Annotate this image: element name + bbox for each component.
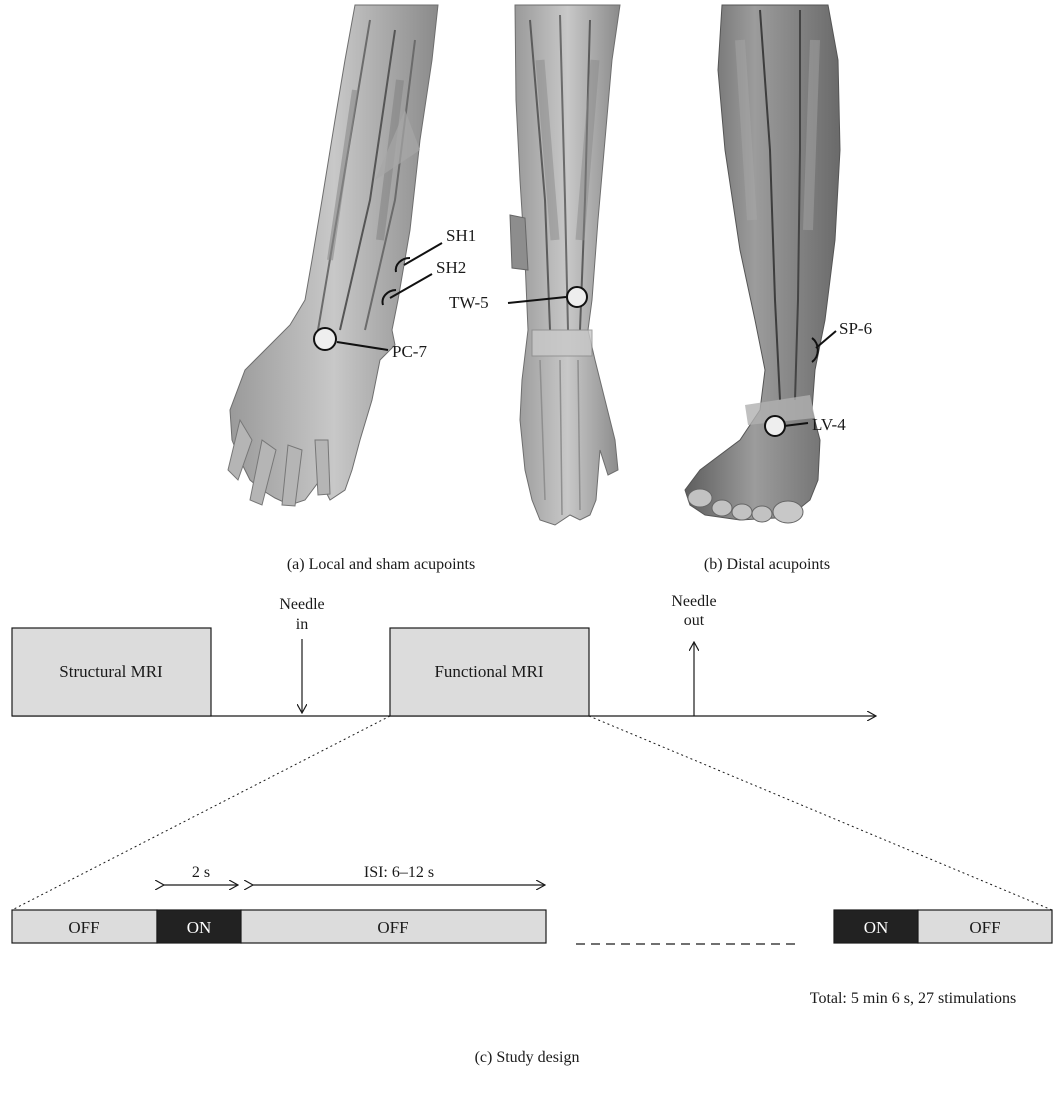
lv4-label: LV-4	[812, 415, 846, 434]
pc7-marker	[314, 328, 336, 350]
caption-a: (a) Local and sham acupoints	[287, 556, 475, 573]
needle-in-line1: Needle	[279, 596, 324, 613]
off-block-2-label: OFF	[377, 918, 408, 937]
block-design: 2 s ISI: 6–12 s OFF ON OFF ON OFF Total:…	[12, 864, 1052, 1007]
sh2-label: SH2	[436, 258, 466, 277]
on-duration-label: 2 s	[192, 864, 210, 881]
isi-label: ISI: 6–12 s	[364, 864, 434, 881]
sh1-label: SH1	[446, 226, 476, 245]
on-block-2-label: ON	[864, 918, 889, 937]
needle-out-line1: Needle	[671, 593, 716, 610]
functional-mri-label: Functional MRI	[434, 662, 543, 681]
caption-b: (b) Distal acupoints	[704, 556, 830, 573]
off-block-3-label: OFF	[969, 918, 1000, 937]
tw5-marker	[567, 287, 587, 307]
structural-mri-label: Structural MRI	[59, 662, 163, 681]
needle-in-line2: in	[296, 616, 308, 633]
lower-leg-illustration	[685, 5, 840, 523]
sp6-label: SP-6	[839, 319, 872, 338]
lv4-marker	[765, 416, 785, 436]
pc7-label: PC-7	[392, 342, 427, 361]
tw5-label: TW-5	[449, 293, 489, 312]
needle-out-line2: out	[684, 612, 705, 629]
total-summary: Total: 5 min 6 s, 27 stimulations	[810, 990, 1016, 1007]
on-block-1-label: ON	[187, 918, 212, 937]
forearm-palmar-illustration	[228, 5, 438, 506]
off-block-1-label: OFF	[68, 918, 99, 937]
caption-c: (c) Study design	[475, 1049, 580, 1066]
forearm-dorsal-illustration	[510, 5, 620, 525]
zoom-line-right	[589, 716, 1052, 910]
mri-timeline: Structural MRI Functional MRI Needle in …	[12, 593, 876, 716]
